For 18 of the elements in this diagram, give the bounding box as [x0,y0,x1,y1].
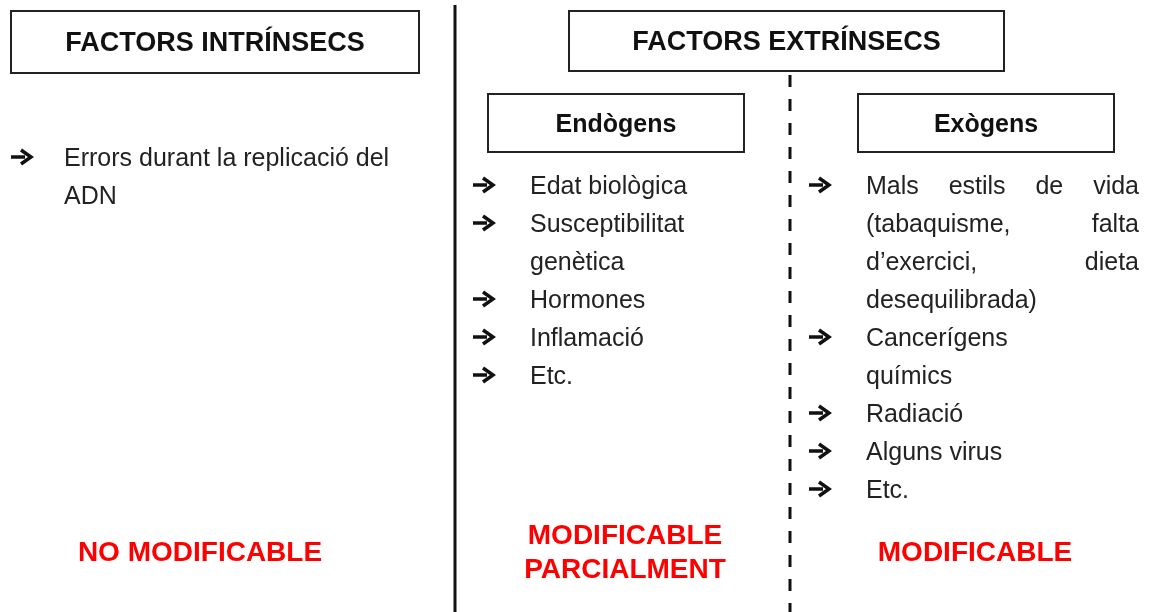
list-item-text: Radiació [866,398,965,429]
list-item-text: Edat biològica [530,170,689,201]
status-label: MODIFICABLE PARCIALMENT [523,518,727,586]
header-box: FACTORS EXTRÍNSECS [568,10,1005,72]
list-item-text: Cancerígens químics [866,322,1009,391]
status-label: MODIFICABLE [876,535,1074,569]
status-label: NO MODIFICABLE [76,535,324,569]
list-item-text: Mals estils de vida (tabaquisme, falta d’exercici, dieta desequilibrada) [866,170,1139,315]
list-item-text: Susceptibilitat genètica [530,208,686,277]
list-item-text: Hormones [530,284,647,315]
header-box: Endògens [487,93,745,153]
list-item-text: Etc. [866,474,911,505]
list-item-text: Etc. [530,360,575,391]
list-item-text: Inflamació [530,322,645,353]
header-box: FACTORS INTRÍNSECS [10,10,420,74]
list-item-text: Errors durant la replicació del ADN [64,142,391,211]
list-item-text: Alguns virus [866,436,1004,467]
header-box: Exògens [857,93,1115,153]
